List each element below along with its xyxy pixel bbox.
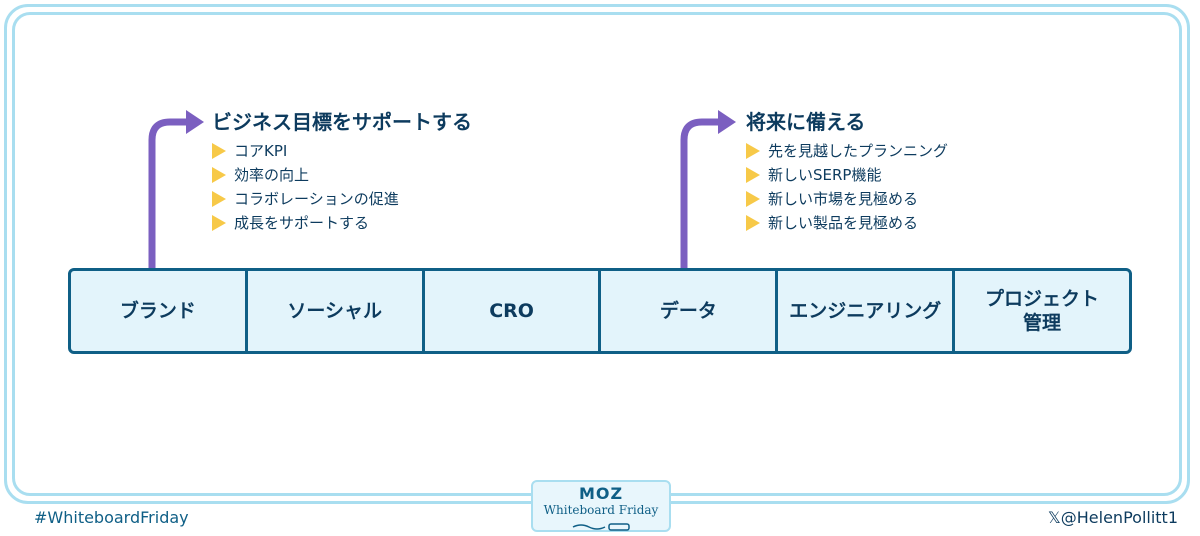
arrow-future xyxy=(680,118,720,268)
whiteboard-friday-logo: MOZ Whiteboard Friday xyxy=(531,480,671,532)
author-handle: 𝕏@HelenPollitt1 xyxy=(1047,508,1178,527)
bullet-icon xyxy=(746,215,760,231)
bullet-icon xyxy=(746,143,760,159)
group-business-goals: ビジネス目標をサポートする コアKPI 効率の向上 コラボレーションの促進 成長… xyxy=(212,109,472,235)
cell-project-management: プロジェクト 管理 xyxy=(985,288,1100,334)
list-item: 新しい製品を見極める xyxy=(746,211,948,235)
group-title: 将来に備える xyxy=(746,110,866,134)
cell-data: データ xyxy=(601,271,779,351)
cell-engineering: エンジニアリング xyxy=(778,271,956,351)
hashtag: #WhiteboardFriday xyxy=(34,508,189,527)
cell-cro: CRO xyxy=(425,271,602,351)
bullet-icon xyxy=(212,191,226,207)
list-item: 新しいSERP機能 xyxy=(746,163,948,187)
show-title: Whiteboard Friday xyxy=(543,503,659,517)
group-title: ビジネス目標をサポートする xyxy=(212,110,472,134)
bullet-icon xyxy=(212,215,226,231)
list-item: 効率の向上 xyxy=(212,163,472,187)
group-future: 将来に備える 先を見越したプランニング 新しいSERP機能 新しい市場を見極める… xyxy=(746,109,948,235)
list-item: コラボレーションの促進 xyxy=(212,187,472,211)
cell-brand: ブランド xyxy=(71,271,248,351)
list-item: 先を見越したプランニング xyxy=(746,139,948,163)
bullet-icon xyxy=(746,167,760,183)
list-item: 成長をサポートする xyxy=(212,211,472,235)
list-item: コアKPI xyxy=(212,139,472,163)
bullet-icon xyxy=(212,143,226,159)
moz-logo: MOZ xyxy=(578,484,624,503)
x-logo-icon: 𝕏 xyxy=(1047,508,1061,527)
marker-icon xyxy=(572,523,630,531)
arrowhead-icon xyxy=(718,110,736,134)
cell-social: ソーシャル xyxy=(248,271,425,351)
arrow-business-goals xyxy=(148,118,188,268)
discipline-row: ブランド ソーシャル CRO データ エンジニアリング プロジェクト 管理 xyxy=(68,268,1132,354)
bullet-icon xyxy=(746,191,760,207)
bullet-icon xyxy=(212,167,226,183)
list-item: 新しい市場を見極める xyxy=(746,187,948,211)
arrowhead-icon xyxy=(186,110,204,134)
